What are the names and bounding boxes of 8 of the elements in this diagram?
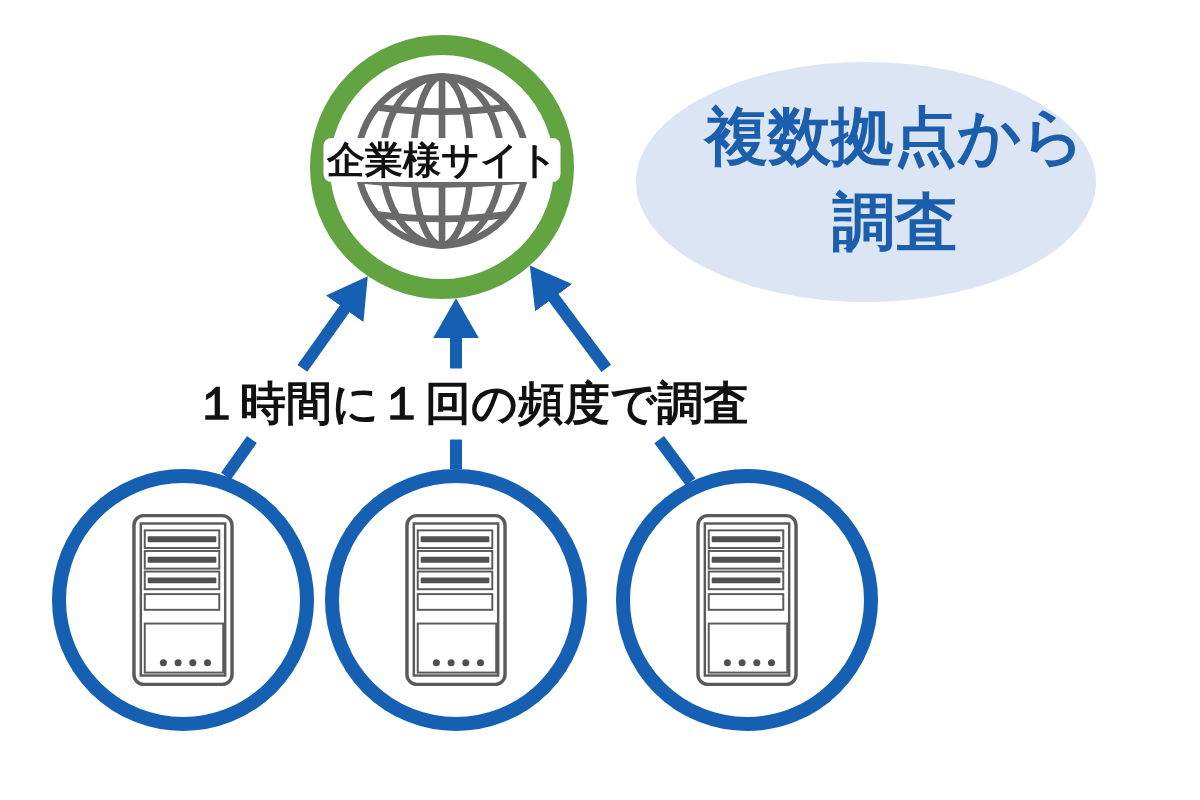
callout-ellipse: 複数拠点から調査 bbox=[636, 62, 1096, 302]
node-label: 企業様サイト bbox=[323, 138, 561, 182]
server-circle bbox=[616, 469, 878, 731]
server-circle bbox=[325, 469, 587, 731]
site-ring bbox=[310, 35, 574, 299]
arrow bbox=[433, 298, 479, 469]
annotation-label: １時間に１回の頻度で調査 bbox=[193, 376, 749, 432]
server-circle bbox=[52, 469, 314, 731]
